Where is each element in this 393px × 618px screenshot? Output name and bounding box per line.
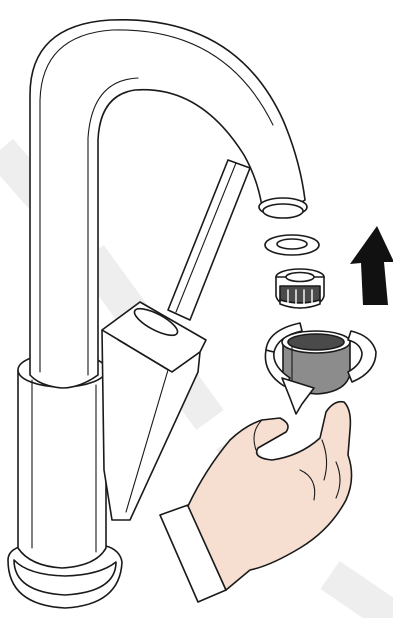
aerator-insert — [276, 269, 324, 308]
arrow-up-icon — [350, 226, 393, 305]
sealing-ring — [265, 235, 319, 255]
hand — [160, 402, 352, 602]
